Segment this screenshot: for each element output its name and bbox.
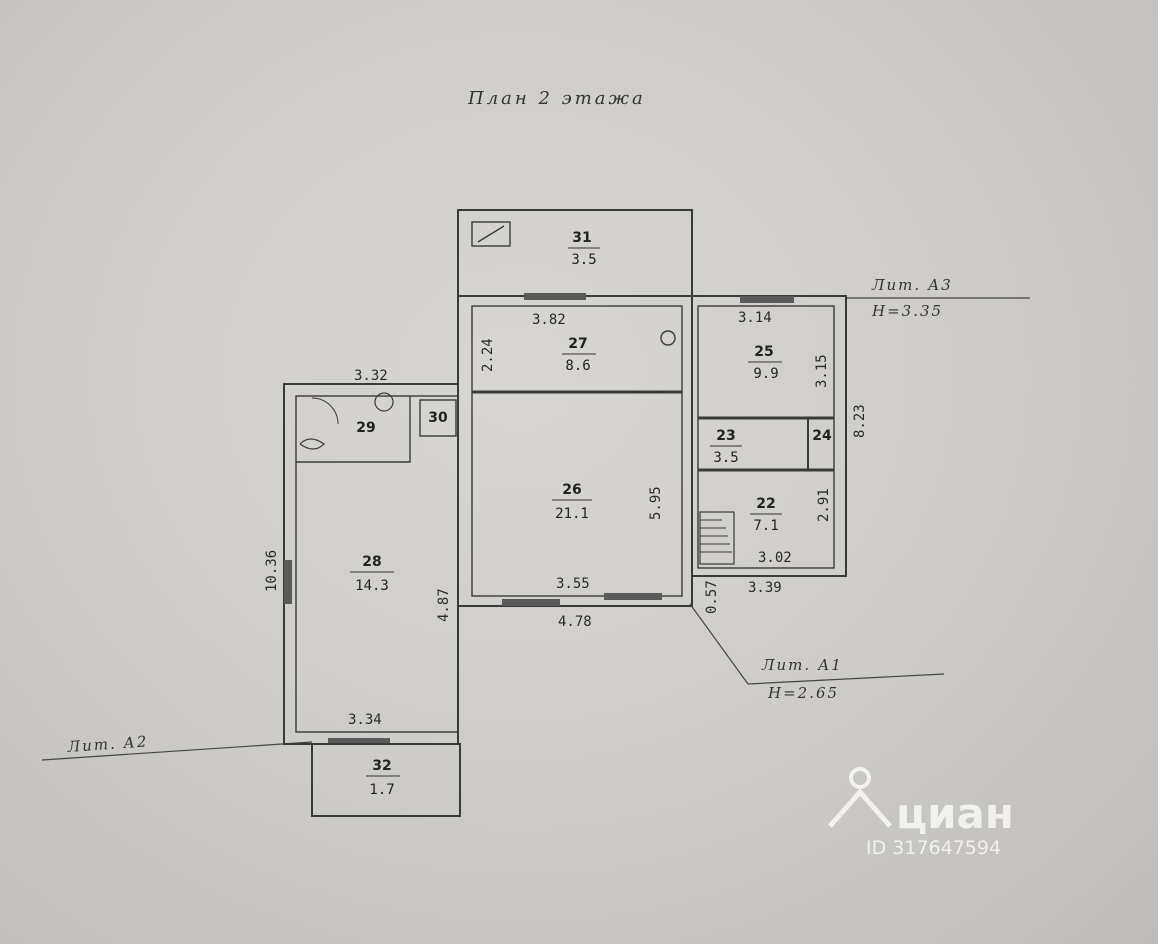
litera-a2-label: Лит. А2 — [66, 732, 149, 756]
svg-text:29: 29 — [356, 420, 375, 436]
dim-3-32: 3.32 — [354, 368, 388, 384]
svg-text:3.5: 3.5 — [571, 252, 596, 268]
door-arc-29 — [311, 397, 339, 425]
room-26-label: 26 21.1 — [552, 482, 592, 522]
svg-text:1.7: 1.7 — [369, 782, 394, 798]
room-22-label: 22 7.1 — [750, 496, 782, 534]
dim-8-23: 8.23 — [852, 404, 868, 438]
room-25-label: 25 9.9 — [748, 344, 782, 382]
window-25 — [740, 296, 794, 303]
dim-4-87: 4.87 — [436, 588, 452, 622]
litera-a1-leader — [689, 603, 749, 685]
svg-text:22: 22 — [756, 496, 775, 512]
svg-text:28: 28 — [362, 554, 381, 570]
room-29-outline — [296, 396, 411, 463]
litera-a3-height: H=3.35 — [871, 302, 943, 320]
location-pin-icon — [828, 767, 892, 828]
dim-3-02: 3.02 — [758, 550, 792, 566]
svg-text:25: 25 — [754, 344, 773, 360]
svg-text:24: 24 — [812, 428, 832, 444]
room-32-outline — [311, 743, 461, 817]
dim-3-14: 3.14 — [738, 310, 772, 326]
litera-a1-label: Лит. А1 — [761, 656, 843, 674]
dim-4-78: 4.78 — [558, 614, 592, 630]
fixture-icon — [374, 392, 394, 412]
svg-text:9.9: 9.9 — [753, 366, 778, 382]
dim-3-82-top: 3.82 — [532, 312, 566, 328]
room-27-label: 27 8.6 — [562, 336, 596, 374]
dim-10-36: 10.36 — [264, 550, 280, 592]
svg-text:32: 32 — [372, 758, 391, 774]
room-23-label: 23 3.5 — [710, 428, 742, 466]
dim-3-55: 3.55 — [556, 576, 590, 592]
dim-5-95: 5.95 — [648, 486, 664, 520]
room-24-label: 24 — [812, 428, 832, 444]
chimney-icon — [471, 221, 511, 247]
sink-icon — [660, 330, 676, 346]
watermark: циан ID 317647594 — [828, 767, 1014, 859]
svg-text:3.5: 3.5 — [713, 450, 738, 466]
svg-text:14.3: 14.3 — [355, 578, 389, 594]
svg-text:23: 23 — [716, 428, 735, 444]
bath-icon — [299, 438, 325, 450]
svg-text:30: 30 — [428, 410, 448, 426]
dim-0-57: 0.57 — [704, 580, 720, 614]
litera-a1-line — [747, 673, 945, 685]
window-27 — [524, 293, 586, 300]
litera-a1-height: H=2.65 — [767, 684, 839, 702]
svg-text:7.1: 7.1 — [753, 518, 778, 534]
svg-text:31: 31 — [572, 230, 591, 246]
stairs-icon — [699, 511, 735, 565]
svg-text:21.1: 21.1 — [555, 506, 589, 522]
window-28-bottom — [328, 738, 390, 745]
svg-text:8.6: 8.6 — [565, 358, 590, 374]
dim-3-39: 3.39 — [748, 580, 782, 596]
watermark-id: ID 317647594 — [866, 837, 1001, 859]
window-26-left — [502, 599, 560, 606]
svg-text:27: 27 — [568, 336, 587, 352]
room-29-label: 29 — [356, 420, 375, 436]
dim-2-24: 2.24 — [480, 338, 496, 372]
svg-text:26: 26 — [562, 482, 581, 498]
central-block-inner — [471, 305, 683, 597]
litera-a2-line — [41, 741, 313, 761]
plan-title: План 2 этажа — [467, 88, 646, 109]
room-30-label: 30 — [428, 410, 448, 426]
room-28-label: 28 14.3 — [350, 554, 394, 594]
room-32-label: 32 1.7 — [366, 758, 400, 798]
window-28-left — [284, 560, 292, 604]
right-block-inner — [697, 305, 835, 569]
dim-2-91: 2.91 — [816, 488, 832, 522]
room-30-outline — [419, 399, 457, 437]
dim-3-15: 3.15 — [814, 354, 830, 388]
watermark-brand: циан — [896, 789, 1014, 838]
room-31-label: 31 3.5 — [568, 230, 600, 268]
chimney-diagonal — [477, 225, 505, 243]
litera-a3-label: Лит. А3 — [871, 276, 953, 294]
window-26-right — [604, 593, 662, 600]
dim-3-34: 3.34 — [348, 712, 382, 728]
